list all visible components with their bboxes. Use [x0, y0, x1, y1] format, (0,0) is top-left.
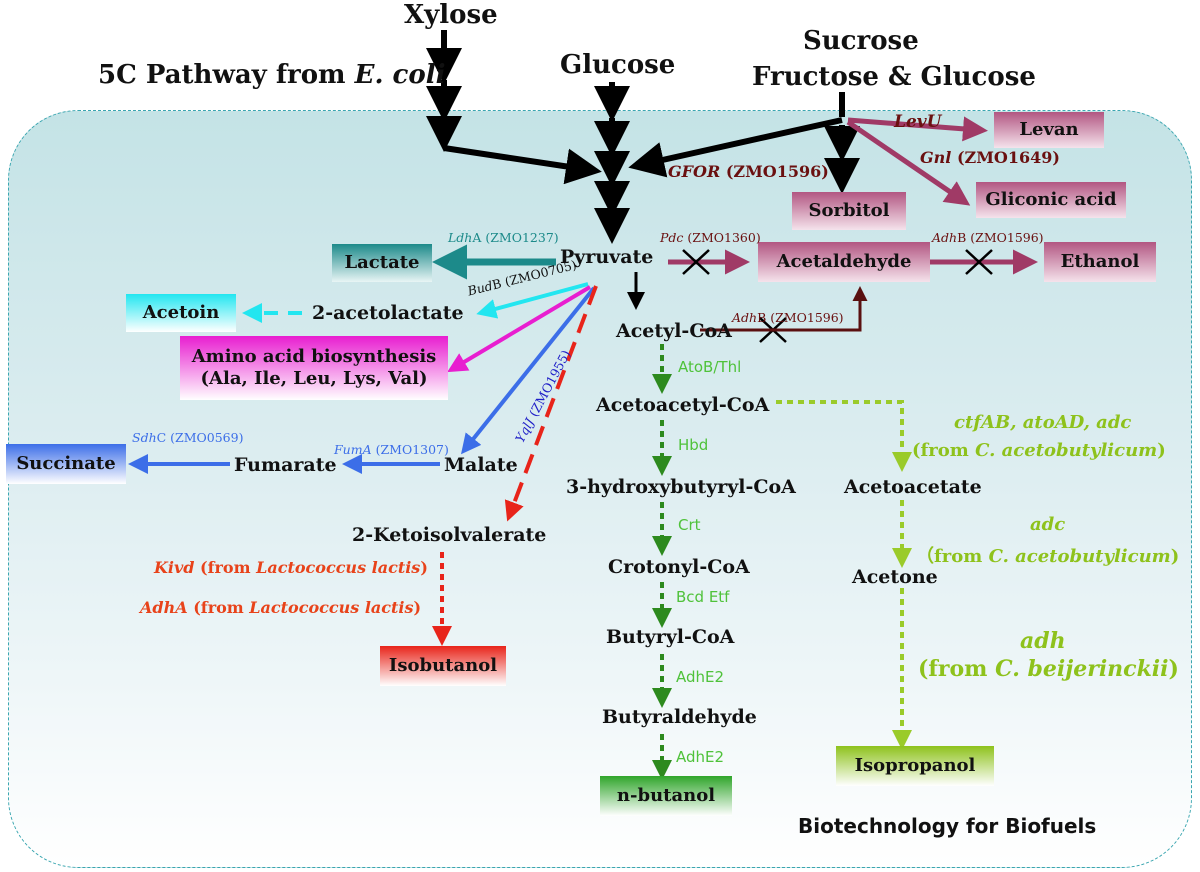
caption: Biotechnology for Biofuels: [798, 814, 1097, 838]
hbd-label: Hbd: [678, 436, 709, 454]
ketoisovalerate-arrow: [504, 285, 598, 522]
pathway-5c-label: 5C Pathway from E. coli: [98, 60, 446, 90]
adhb-ethanol-label: AdhB (ZMO1596): [932, 230, 1044, 245]
acetoacetate-label: Acetoacetate: [844, 476, 982, 498]
n-butanol-box: n-butanol: [600, 776, 732, 816]
bcd-etf-label: Bcd Etf: [676, 588, 730, 606]
amino-acid-arrow: [447, 285, 592, 373]
sorbitol-box: Sorbitol: [792, 192, 906, 230]
fumarate-label: Fumarate: [234, 454, 337, 476]
acetyl-coa-label: Acetyl-CoA: [616, 320, 732, 342]
hydroxybutyryl-coa-label: 3-hydroxybutyryl-CoA: [566, 476, 796, 498]
amino-acid-line1: Amino acid biosynthesis: [191, 345, 437, 367]
gnl-label: Gnl (ZMO1649): [920, 148, 1060, 167]
butyryl-coa-label: Butyryl-CoA: [606, 626, 735, 648]
pyruvate-label: Pyruvate: [560, 246, 654, 268]
ldha-label: LdhA (ZMO1237): [448, 230, 559, 245]
fructose-glucose-label: Fructose & Glucose: [752, 62, 1036, 92]
gliconic-box: Gliconic acid: [976, 182, 1126, 218]
crotonyl-coa-label: Crotonyl-CoA: [608, 556, 750, 578]
sucrose-label: Sucrose: [803, 26, 919, 56]
malate-label: Malate: [444, 454, 518, 476]
glucose-label: Glucose: [560, 50, 676, 80]
acetoacetyl-coa-label: Acetoacetyl-CoA: [596, 394, 770, 416]
adc-source-label: （from C. acetobutylicum): [916, 546, 1180, 567]
kivd-label: Kivd (from Lactococcus lactis): [154, 558, 428, 577]
sucrose-arrows: [628, 92, 860, 194]
acetylcoa-acetaldehyde-arrow: [700, 286, 868, 332]
adhb-acetylcoa-label: AdhB (ZMO1596): [732, 310, 844, 325]
ctf-source-label: (from C. acetobutylicum): [912, 440, 1166, 461]
acetolactate-arrow: [476, 282, 589, 319]
adh-label: adh: [1020, 628, 1066, 654]
acetoin-box: Acetoin: [126, 294, 236, 332]
levan-box: Levan: [994, 112, 1104, 148]
butyraldehyde-label: Butyraldehyde: [602, 706, 757, 728]
gfor-label: GFOR (ZMO1596): [668, 162, 829, 181]
sdhc-label: SdhC (ZMO0569): [132, 430, 244, 445]
ethanol-box: Ethanol: [1044, 242, 1156, 282]
adhe2-label-1: AdhE2: [676, 668, 725, 686]
isopropanol-arrows: [776, 400, 912, 750]
isobutanol-box: Isobutanol: [380, 646, 506, 686]
malate-arrow: [461, 286, 596, 455]
crt-label: Crt: [678, 516, 701, 534]
pdc-label: Pdc (ZMO1360): [660, 230, 761, 245]
isopropanol-box: Isopropanol: [836, 746, 994, 786]
amino-acid-box: Amino acid biosynthesis (Ala, Ile, Leu, …: [180, 336, 448, 400]
xylose-label: Xylose: [404, 0, 498, 30]
ketoisovalerate-label: 2-Ketoisolvalerate: [352, 524, 547, 546]
adc-label: adc: [1030, 514, 1066, 535]
succinate-box: Succinate: [6, 444, 126, 484]
levan-gliconic-arrows: [846, 116, 988, 206]
ctf-label: ctfAB, atoAD, adc: [954, 412, 1132, 433]
acetolactate-label: 2-acetolactate: [312, 302, 464, 324]
block-crosses: [682, 249, 993, 343]
xylose-arrows: [426, 30, 602, 185]
atob-label: AtoB/Thl: [678, 358, 742, 376]
fuma-label: FumA (ZMO1307): [334, 442, 449, 457]
levu-label: LevU: [894, 112, 942, 132]
adh-source-label: (from C. beijerinckii): [918, 656, 1179, 682]
amino-acid-line2: (Ala, Ile, Leu, Lys, Val): [200, 368, 428, 389]
lactate-box: Lactate: [332, 244, 432, 282]
adhe2-label-2: AdhE2: [676, 748, 725, 766]
acetaldehyde-box: Acetaldehyde: [758, 242, 930, 282]
adha-label: AdhA (from Lactococcus lactis): [140, 598, 422, 617]
acetone-label: Acetone: [852, 566, 938, 588]
